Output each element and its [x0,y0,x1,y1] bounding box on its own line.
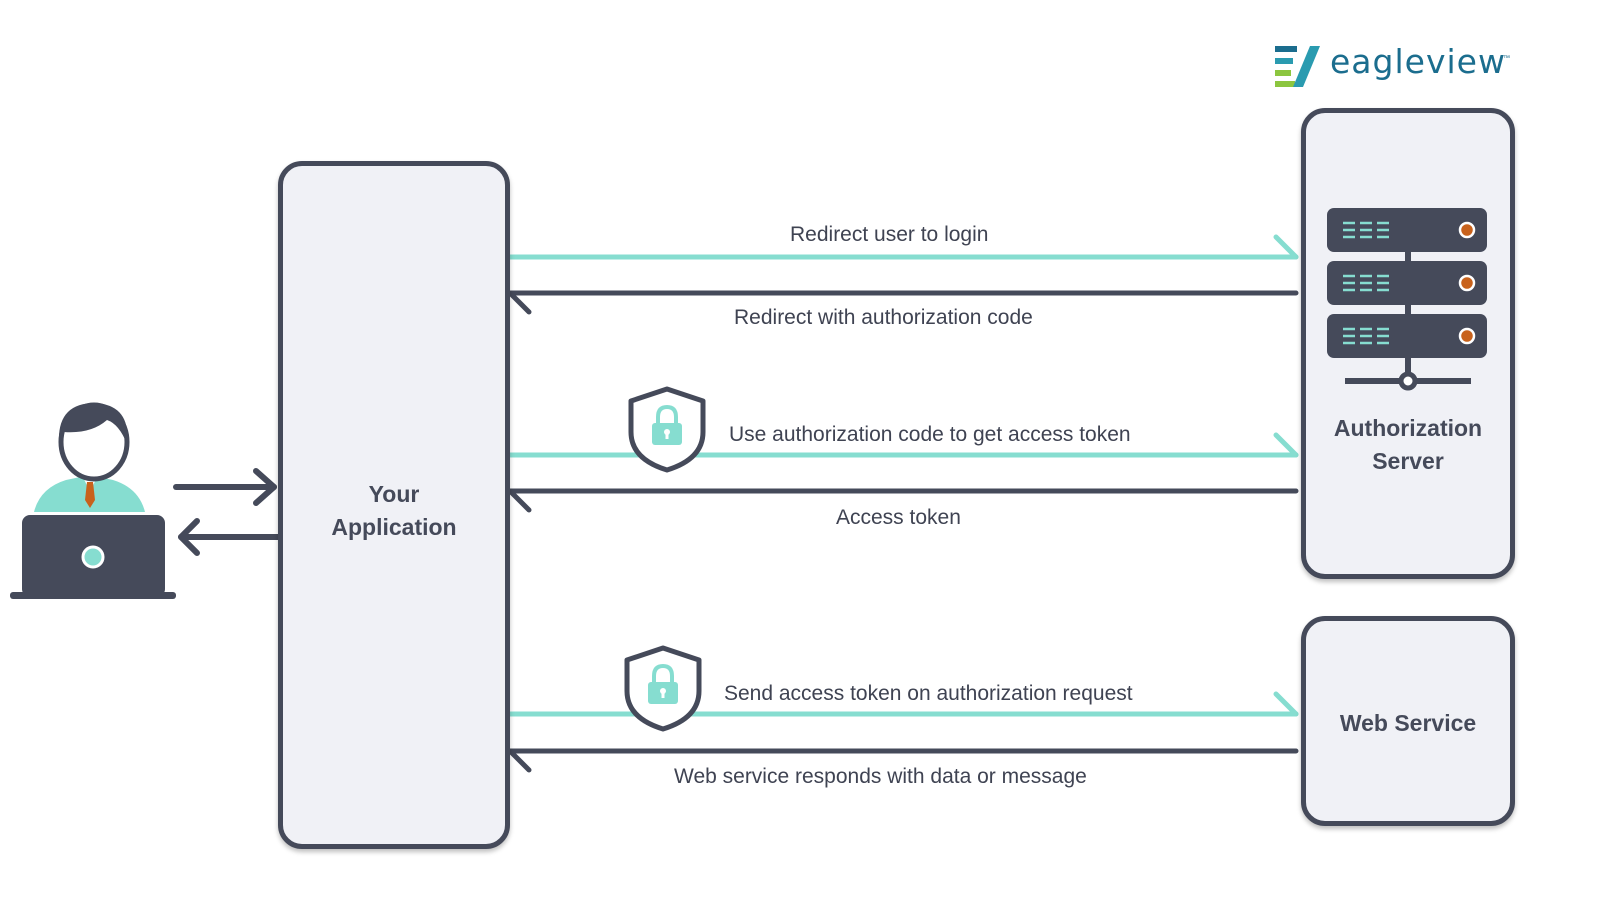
flow-label-web-service-responds: Web service responds with data or messag… [674,765,1087,788]
user-laptop-icon [10,402,176,599]
authorization-server-node: Authorization Server [1301,108,1515,579]
eagleview-logo-icon [1275,46,1320,87]
your-application-label-line2: Application [331,514,457,540]
flow-arrow-access-token [507,488,1299,513]
brand-wordmark: eagleview [1330,42,1506,81]
web-service-label: Web Service [1339,710,1477,736]
flow-label-use-authorization-code: Use authorization code to get access tok… [729,423,1131,446]
flow-label-send-access-token: Send access token on authorization reque… [724,682,1133,705]
shield-lock-icon [628,386,706,473]
your-application-label: Your Application [283,478,505,544]
your-application-node: Your Application [278,161,510,849]
user-to-app-arrow [173,468,277,506]
server-rack-icon [1327,208,1487,391]
authorization-server-label-line1: Authorization [1333,415,1483,441]
flow-arrow-web-service-responds [507,748,1299,773]
brand-trademark: ™ [1503,55,1510,62]
app-to-user-arrow [178,518,282,556]
flow-label-redirect-with-authorization-code: Redirect with authorization code [734,306,1033,329]
flow-arrow-redirect-user-to-login [505,234,1299,260]
shield-lock-icon [624,645,702,732]
flow-arrow-redirect-with-authorization-code [507,290,1299,315]
web-service-node: Web Service [1301,616,1515,826]
your-application-label-line1: Your [368,481,420,507]
flow-label-redirect-user-to-login: Redirect user to login [790,223,989,246]
authorization-server-label-line2: Server [1372,448,1444,474]
authorization-server-label: Authorization Server [1306,412,1510,478]
flow-label-access-token: Access token [836,506,961,529]
